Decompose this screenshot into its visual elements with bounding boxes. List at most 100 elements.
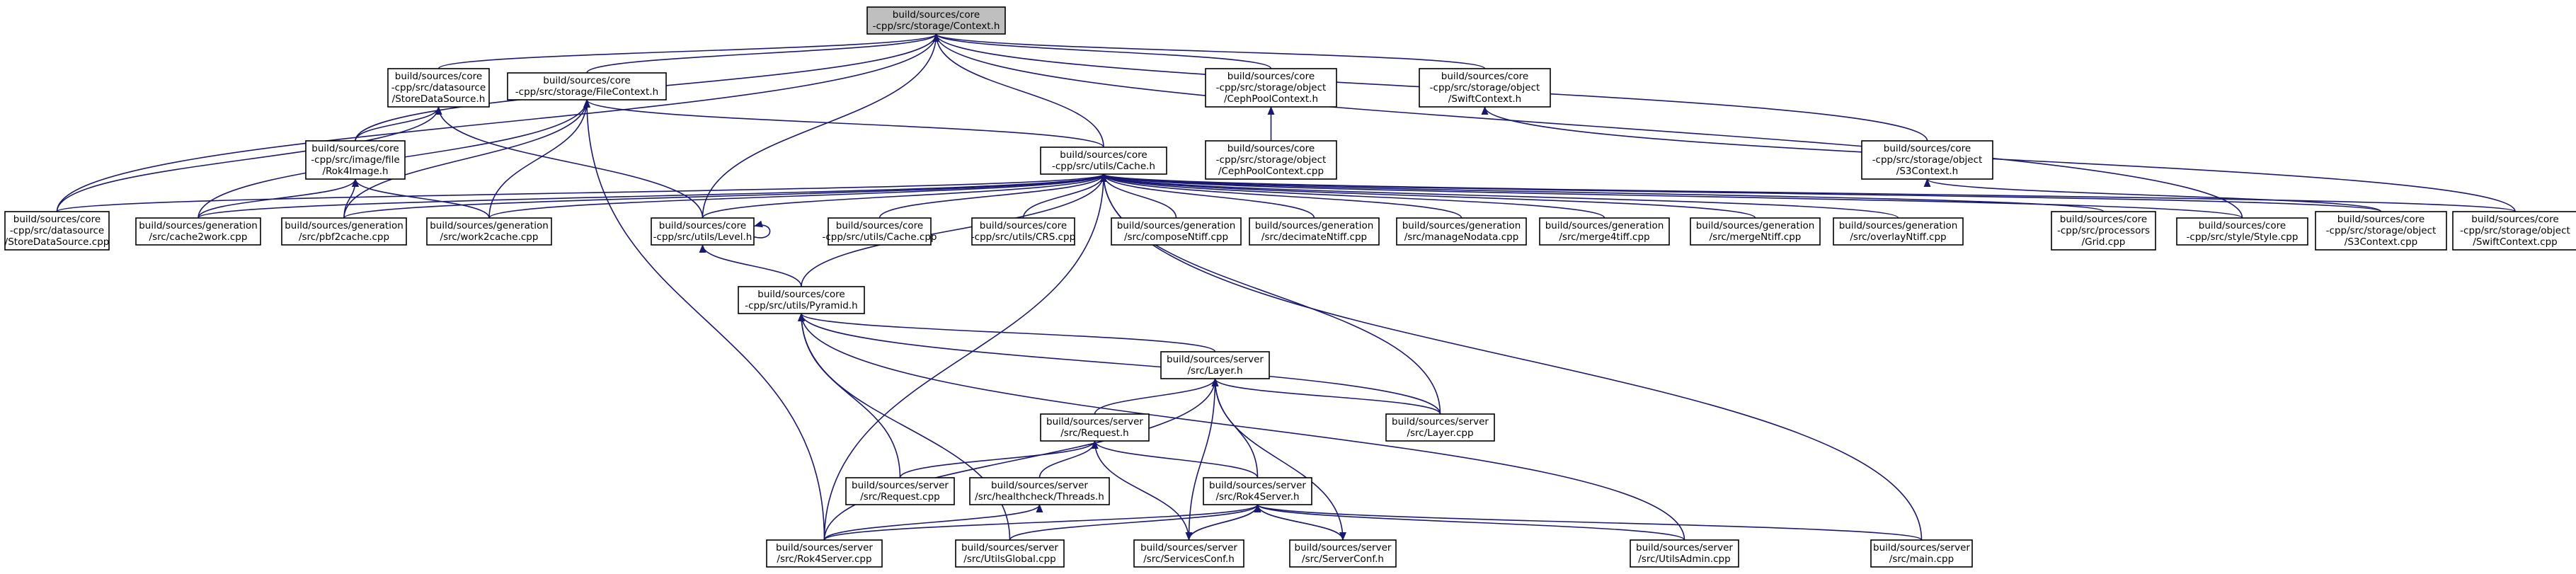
node-request-cpp[interactable]: build/sources/server/src/Request.cpp bbox=[845, 477, 955, 505]
node-layer: build/sources/core-cpp/src/storage/Conte… bbox=[4, 6, 2576, 568]
node-label-line: build/sources/core bbox=[13, 214, 101, 225]
node-label-line: /src/decimateNtiff.cpp bbox=[1261, 231, 1367, 243]
node-label-line: -cpp/src/storage/object bbox=[2460, 225, 2570, 236]
node-decimatentiff-cpp[interactable]: build/sources/generation/src/decimateNti… bbox=[1249, 217, 1380, 246]
node-label-line: /S3Context.h bbox=[1896, 166, 1958, 177]
node-filecontext-h[interactable]: build/sources/core-cpp/src/storage/FileC… bbox=[507, 72, 667, 101]
node-label-line: /src/work2cache.cpp bbox=[440, 231, 539, 243]
edge-pyramid-h-to-cache-h bbox=[801, 173, 1107, 287]
node-storedatasource-h[interactable]: build/sources/core-cpp/src/datasource/St… bbox=[387, 68, 490, 108]
node-pyramid-h[interactable]: build/sources/core-cpp/src/utils/Pyramid… bbox=[738, 286, 865, 314]
node-label-line: build/sources/generation bbox=[1255, 220, 1374, 231]
node-box bbox=[1203, 477, 1312, 505]
node-label-line: /SwiftContext.h bbox=[1448, 93, 1521, 105]
edge-style-cpp-to-cache-h bbox=[1100, 173, 2243, 219]
node-box bbox=[1205, 68, 1337, 108]
edge-level-h-to-context-h bbox=[702, 33, 940, 219]
node-box bbox=[738, 286, 865, 314]
edge-servicesconf-h-to-layer-h bbox=[1188, 378, 1219, 541]
node-label-line: build/sources/core bbox=[1060, 149, 1147, 161]
edge-rok4server-cpp-to-filecontext-h bbox=[583, 99, 825, 541]
node-label-line: /src/main.cpp bbox=[1889, 553, 1954, 565]
node-label-line: build/sources/generation bbox=[285, 220, 403, 231]
node-threads-h[interactable]: build/sources/server/src/healthcheck/Thr… bbox=[969, 477, 1110, 505]
node-layer-h[interactable]: build/sources/server/src/Layer.h bbox=[1160, 351, 1270, 379]
node-box bbox=[971, 217, 1075, 246]
node-label-line: build/sources/core bbox=[2060, 214, 2147, 225]
edge-cache-h-to-context-h bbox=[932, 33, 1104, 148]
node-servicesconf-h[interactable]: build/sources/server/src/ServicesConf.h bbox=[1133, 539, 1244, 568]
node-label-line: /src/cache2work.cpp bbox=[149, 231, 248, 243]
node-utilsadmin-cpp[interactable]: build/sources/server/src/UtilsAdmin.cpp bbox=[1630, 539, 1739, 568]
node-pbf2cache-cpp[interactable]: build/sources/generation/src/pbf2cache.c… bbox=[281, 217, 407, 246]
node-box bbox=[955, 539, 1065, 568]
node-label-line: -cpp/src/utils/Level.h bbox=[653, 231, 752, 243]
node-cephpoolcontext-h[interactable]: build/sources/core-cpp/src/storage/objec… bbox=[1205, 68, 1337, 108]
node-context-h[interactable]: build/sources/core-cpp/src/storage/Conte… bbox=[866, 6, 1006, 35]
node-cache-cpp[interactable]: build/sources/core-cpp/src/utils/Cache.c… bbox=[822, 217, 937, 246]
node-cache-h[interactable]: build/sources/core-cpp/src/utils/Cache.h bbox=[1040, 147, 1167, 175]
node-serverconf-h[interactable]: build/sources/server/src/ServerConf.h bbox=[1289, 539, 1397, 568]
node-label-line: build/sources/server bbox=[1209, 480, 1306, 491]
node-box bbox=[766, 539, 883, 568]
edge-cache-cpp-to-cache-h bbox=[878, 173, 1107, 219]
node-mergentiff-cpp[interactable]: build/sources/generation/src/mergeNtiff.… bbox=[1690, 217, 1821, 246]
node-cache2work-cpp[interactable]: build/sources/generation/src/cache2work.… bbox=[135, 217, 261, 246]
edge-utilsadmin-cpp-to-pyramid-h bbox=[798, 313, 1685, 541]
node-label-line: build/sources/generation bbox=[139, 220, 258, 231]
node-swiftcontext-h[interactable]: build/sources/core-cpp/src/storage/objec… bbox=[1419, 68, 1551, 108]
node-label-line: /src/overlayNtiff.cpp bbox=[1850, 231, 1946, 243]
node-label-line: /src/pbf2cache.cpp bbox=[299, 231, 389, 243]
node-storedatasource-cpp[interactable]: build/sources/core-cpp/src/datasource/St… bbox=[4, 211, 110, 251]
node-box bbox=[135, 217, 261, 246]
node-label-line: build/sources/server bbox=[961, 542, 1058, 553]
node-label-line: -cpp/src/storage/object bbox=[1216, 154, 1327, 166]
node-s3context-h[interactable]: build/sources/core-cpp/src/storage/objec… bbox=[1861, 140, 1993, 180]
node-box bbox=[305, 140, 406, 180]
node-label-line: build/sources/core bbox=[1227, 71, 1315, 82]
node-rok4server-h[interactable]: build/sources/server/src/Rok4Server.h bbox=[1203, 477, 1312, 505]
node-box bbox=[1133, 539, 1244, 568]
node-label-line: -cpp/src/storage/Context.h bbox=[873, 21, 1000, 32]
node-label-line: build/sources/generation bbox=[1117, 220, 1236, 231]
edge-level-h-to-level-h bbox=[753, 220, 771, 239]
node-style-cpp[interactable]: build/sources/core-cpp/src/style/Style.c… bbox=[2176, 217, 2308, 246]
node-label-line: build/sources/core bbox=[395, 71, 482, 82]
node-box bbox=[1205, 140, 1337, 180]
node-grid-cpp[interactable]: build/sources/core-cpp/src/processors/Gr… bbox=[2051, 211, 2156, 251]
edge-s3context-cpp-to-s3context-h bbox=[1923, 178, 2382, 212]
node-box bbox=[1833, 217, 1964, 246]
edge-rok4server-h-to-request-h bbox=[1091, 440, 1259, 478]
node-label-line: build/sources/server bbox=[1392, 416, 1489, 427]
node-rok4server-cpp[interactable]: build/sources/server/src/Rok4Server.cpp bbox=[766, 539, 883, 568]
node-work2cache-cpp[interactable]: build/sources/generation/src/work2cache.… bbox=[426, 217, 552, 246]
node-label-line: build/sources/core bbox=[980, 220, 1067, 231]
node-rok4image-h[interactable]: build/sources/core-cpp/src/image/file/Ro… bbox=[305, 140, 406, 180]
node-label-line: build/sources/core bbox=[659, 220, 746, 231]
edge-storedatasource-cpp-to-cache-h bbox=[56, 173, 1107, 212]
node-label-line: -cpp/src/storage/FileContext.h bbox=[515, 86, 658, 98]
node-box bbox=[2051, 211, 2156, 251]
node-level-h[interactable]: build/sources/core-cpp/src/utils/Level.h bbox=[651, 217, 755, 246]
node-label-line: /src/Layer.cpp bbox=[1407, 427, 1473, 439]
node-merge4tiff-cpp[interactable]: build/sources/generation/src/merge4tiff.… bbox=[1539, 217, 1670, 246]
node-overlayntiff-cpp[interactable]: build/sources/generation/src/overlayNtif… bbox=[1833, 217, 1964, 246]
node-label-line: build/sources/generation bbox=[1839, 220, 1958, 231]
node-label-line: -cpp/src/image/file bbox=[311, 154, 399, 166]
node-request-h[interactable]: build/sources/server/src/Request.h bbox=[1040, 413, 1150, 442]
node-cephpoolcontext-cpp[interactable]: build/sources/core-cpp/src/storage/objec… bbox=[1205, 140, 1337, 180]
node-swiftcontext-cpp[interactable]: build/sources/core-cpp/src/storage/objec… bbox=[2452, 211, 2576, 251]
node-label-line: -cpp/src/utils/CRS.cpp bbox=[971, 231, 1075, 243]
node-managenodata-cpp[interactable]: build/sources/generation/src/manageNodat… bbox=[1396, 217, 1527, 246]
node-s3context-cpp[interactable]: build/sources/core-cpp/src/storage/objec… bbox=[2315, 211, 2447, 251]
node-label-line: build/sources/core bbox=[893, 9, 980, 21]
node-main-cpp[interactable]: build/sources/server/src/main.cpp bbox=[1870, 539, 1973, 568]
node-box bbox=[1630, 539, 1739, 568]
node-crs-cpp[interactable]: build/sources/core-cpp/src/utils/CRS.cpp bbox=[971, 217, 1075, 246]
node-label-line: build/sources/server bbox=[1873, 542, 1970, 553]
node-box bbox=[2315, 211, 2447, 251]
node-utilsglobal-cpp[interactable]: build/sources/server/src/UtilsGlobal.cpp bbox=[955, 539, 1065, 568]
node-layer-cpp[interactable]: build/sources/server/src/Layer.cpp bbox=[1385, 413, 1495, 442]
node-composentiff-cpp[interactable]: build/sources/generation/src/composeNtif… bbox=[1111, 217, 1242, 246]
